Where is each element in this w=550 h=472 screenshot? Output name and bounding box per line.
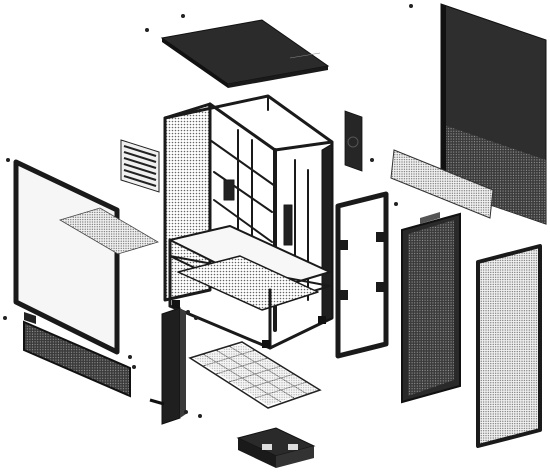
rear-fan-bracket (344, 110, 363, 172)
pcie-slot-bracket (120, 139, 160, 193)
drive-cage (236, 427, 316, 468)
front-inner-mesh-panel (401, 212, 461, 404)
bottom-mesh-strip (23, 312, 131, 398)
front-fan-bracket (335, 191, 389, 359)
left-glass-panel (13, 159, 120, 355)
screws (3, 4, 413, 418)
glass-inner-mesh (59, 207, 159, 255)
bottom-dust-filter (188, 341, 322, 409)
chassis-frame (163, 94, 334, 350)
vertical-gpu-bracket (149, 307, 186, 425)
top-dust-filter (390, 149, 494, 219)
right-side-panel (440, 3, 547, 225)
front-outer-mesh-panel (476, 244, 542, 448)
top-cover (160, 19, 330, 88)
